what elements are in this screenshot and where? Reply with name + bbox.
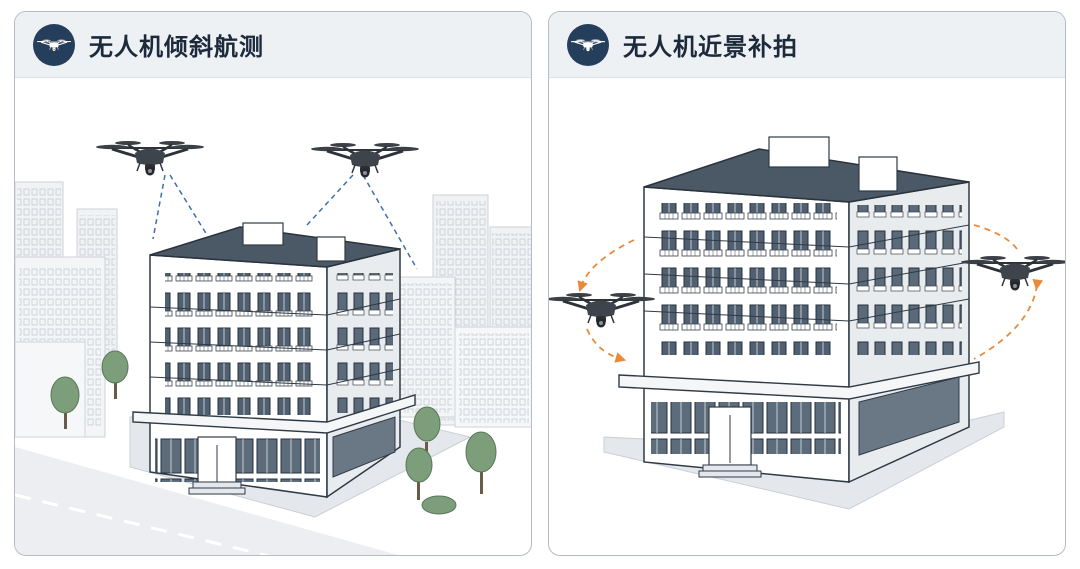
drone-icon — [309, 141, 421, 179]
panel-close-range-photography: 无人机近景补拍 — [548, 11, 1066, 556]
panel-oblique-survey: 无人机倾斜航测 — [14, 11, 532, 556]
oblique-survey-scene — [15, 139, 531, 555]
drone-icon — [549, 291, 657, 329]
camera-sight-lines — [152, 174, 418, 270]
panel-title: 无人机倾斜航测 — [89, 33, 264, 61]
panel-header: 无人机倾斜航测 — [15, 12, 531, 78]
trees — [50, 350, 497, 515]
road — [15, 447, 398, 555]
drone-icon — [959, 254, 1065, 292]
panel-title: 无人机近景补拍 — [623, 33, 798, 61]
drone-icon — [567, 23, 609, 66]
close-range-scene — [549, 136, 1065, 510]
drone-icon — [33, 23, 75, 66]
panel-header: 无人机近景补拍 — [549, 12, 1065, 78]
drone-icon — [94, 139, 206, 177]
orbit-flight-path — [577, 224, 1044, 363]
